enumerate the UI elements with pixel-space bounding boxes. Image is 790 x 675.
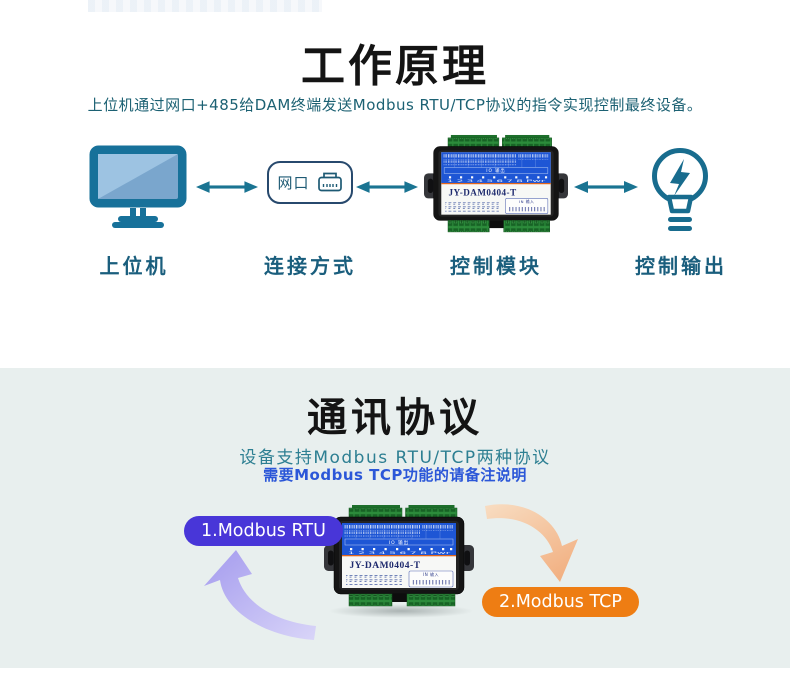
double-arrow-3 [574, 180, 638, 194]
host-computer-icon [89, 145, 187, 228]
orange-curved-arrow [485, 504, 578, 582]
section2-title: 通讯协议 [307, 395, 483, 441]
section2-note: 需要Modbus TCP功能的请备注说明 [263, 466, 527, 484]
modbus-tcp-badge: 2.Modbus TCP [482, 587, 639, 617]
double-arrow-2 [356, 180, 418, 194]
purple-curved-arrow [204, 550, 316, 640]
step-label-module: 控制模块 [450, 254, 542, 278]
bulb-output-icon [652, 148, 708, 231]
cropped-top-banner-remnant [88, 0, 322, 12]
network-port-box: 网口 [267, 161, 353, 204]
step-label-host: 上位机 [99, 254, 169, 278]
step-label-connection: 连接方式 [264, 254, 356, 278]
section1-title: 工作原理 [301, 41, 489, 92]
step-label-output: 控制输出 [635, 254, 727, 278]
network-port-label: 网口 [277, 174, 310, 192]
modbus-rtu-badge: 1.Modbus RTU [184, 516, 343, 546]
section1-subtitle: 上位机通过网口+485给DAM终端发送Modbus RTU/TCP协议的指令实现… [87, 96, 703, 114]
lightning-bolt-icon [670, 159, 690, 196]
double-arrow-1 [196, 180, 258, 194]
control-module-device-image [424, 132, 568, 233]
protocol-device-image [324, 502, 474, 607]
rj45-port-icon [317, 172, 342, 192]
section2-subtitle: 设备支持Modbus RTU/TCP两种协议 [239, 448, 551, 468]
device-shadow [328, 604, 474, 618]
